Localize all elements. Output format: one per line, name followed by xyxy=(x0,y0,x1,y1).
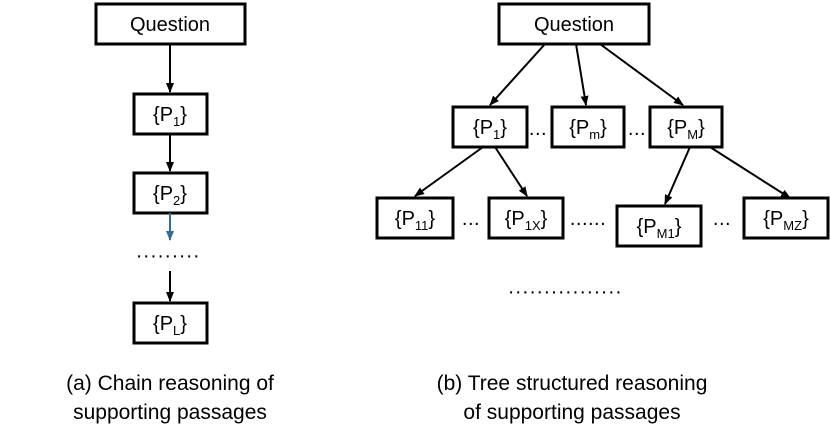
tree-edge-p1-p1x xyxy=(494,146,528,197)
tree-bottom-ellipsis: ················ xyxy=(508,281,623,303)
chain-ellipsis: ········· xyxy=(136,245,200,267)
tree-question-label: Question xyxy=(534,14,614,36)
chain-caption-line2: supporting passages xyxy=(73,401,267,424)
tree-node-p1: {P1} xyxy=(451,105,529,149)
tree-edge-question-p1 xyxy=(489,43,546,106)
tree-node-pM-label: {PM} xyxy=(667,117,705,142)
tree-node-pm1: {PM1} xyxy=(615,204,703,248)
tree-node-pmz-label: {PMZ} xyxy=(763,208,809,233)
tree-edge-pM-pm1 xyxy=(664,146,691,205)
tree-caption-line2: of supporting passages xyxy=(463,401,680,424)
tree-node-pm-label: {Pm} xyxy=(569,117,607,142)
tree-level2-ellipsis-2: ...... xyxy=(570,208,606,230)
tree-node-pm1-label: {PM1} xyxy=(637,216,682,241)
tree-edge-question-pm xyxy=(575,43,589,106)
chain-question-label: Question xyxy=(130,14,210,36)
tree-node-pm: {Pm} xyxy=(550,105,626,149)
tree-level2-ellipsis-1: ... xyxy=(462,208,480,230)
chain-caption-line1: (a) Chain reasoning of xyxy=(66,372,274,395)
tree-node-p1-label: {P1} xyxy=(473,117,507,142)
chain-node-p1: {P1} xyxy=(132,92,209,136)
tree-level2-ellipsis-3: ... xyxy=(713,208,731,230)
chain-node-p1-label: {P1} xyxy=(153,104,187,129)
chain-node-pl: {PL} xyxy=(132,301,209,345)
tree-level1-ellipsis-1: ... xyxy=(529,118,547,140)
tree-diagram: Question {P1} ... {Pm} ... {PM} xyxy=(375,2,830,424)
tree-node-pM: {PM} xyxy=(648,105,724,149)
tree-question-node: Question xyxy=(497,2,651,46)
tree-node-pmz: {PMZ} xyxy=(742,196,830,240)
chain-node-p2-label: {P2} xyxy=(153,183,187,208)
tree-node-p11-label: {P11} xyxy=(395,208,436,233)
chain-question-node: Question xyxy=(94,2,247,46)
tree-node-p1x-label: {P1X} xyxy=(505,208,548,233)
chain-node-p2: {P2} xyxy=(132,171,209,215)
tree-edge-p1-p11 xyxy=(414,146,484,197)
chain-node-pl-label: {PL} xyxy=(153,313,187,338)
tree-edge-pM-pmz xyxy=(709,146,791,199)
chain-diagram: Question {P1} {P2} ········· xyxy=(66,2,274,424)
tree-node-p1x: {P1X} xyxy=(487,196,565,240)
tree-node-p11: {P11} xyxy=(375,196,455,240)
tree-caption-line1: (b) Tree structured reasoning xyxy=(437,372,708,395)
tree-edge-question-pM xyxy=(599,43,684,106)
tree-level1-ellipsis-2: ... xyxy=(628,118,646,140)
